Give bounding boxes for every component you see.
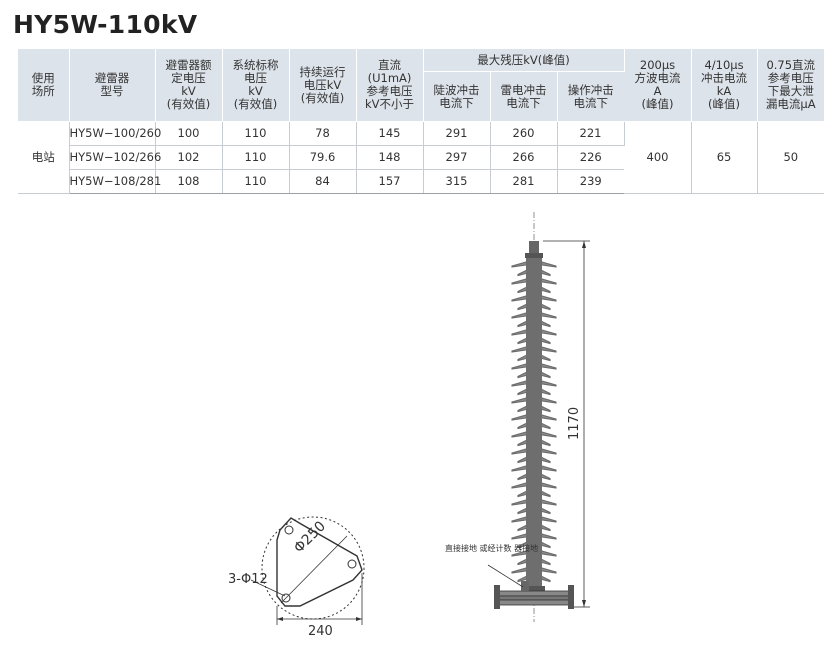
hole-label: 3-Φ12 [228,572,268,587]
header-leakage: 0.75直流 参考电压 下最大泄 漏电流μA [757,49,825,122]
dc-cell: 157 [356,169,424,194]
continuous-cell: 78 [289,121,357,146]
spec-table: 使用 场所 避雷器 型号 避雷器额 定电压 kV (有效值) 系统标称 电压 k… [18,49,825,194]
mounting-hole [284,525,294,535]
rated-cell: 100 [155,121,223,146]
lightning-cell: 260 [490,121,558,146]
bolt [568,585,574,609]
switching-cell: 221 [557,121,625,146]
mounting-circle [261,516,365,620]
header-dc-voltage: 直流 (U1mA) 参考电压 kV不小于 [356,49,424,122]
table-row: HY5W−102/266 102 110 79.6 148 297 266 22… [18,145,824,170]
lightning-cell: 281 [490,169,558,194]
table-row: HY5W−108/281 108 110 84 157 315 281 239 [18,169,824,194]
ground-terminal [521,581,529,591]
header-system-voltage: 系统标称 电压 kV (有效值) [222,49,290,122]
arrester-body [526,258,542,586]
steep-cell: 315 [423,169,491,194]
arrow-head [582,241,586,248]
model-cell: HY5W−102/266 [69,145,161,170]
leakage-cell: 50 [757,121,825,194]
mounting-hole [347,559,357,569]
ground-leader-line [487,564,524,588]
arrow-head [356,617,362,621]
ground-note: 直接接地 或经计数 器接地 [445,544,539,553]
square-wave-cell: 400 [624,121,692,194]
continuous-cell: 84 [289,169,357,194]
steep-cell: 297 [423,145,491,170]
header-lightning: 雷电冲击 电流下 [490,71,558,122]
base-plate-plan-view [250,516,365,625]
insulating-base [497,595,571,601]
header-steep-wave: 陡波冲击 电流下 [423,71,491,122]
header-model: 避雷器 型号 [69,49,156,122]
system-cell: 110 [222,145,290,170]
model-cell: HY5W−100/260 [69,121,161,146]
header-rated-voltage: 避雷器额 定电压 kV (有效值) [155,49,223,122]
lightning-cell: 266 [490,145,558,170]
header-impulse-current: 4/10μs 冲击电流 kA (峰值) [691,49,758,122]
diameter-line [280,535,348,604]
base-plate [497,590,571,597]
page-title: HY5W-110kV [13,10,198,39]
continuous-cell: 79.6 [289,145,357,170]
top-flange [525,253,543,258]
impulse-cell: 65 [691,121,758,194]
table-row: 电站 HY5W−100/260 100 110 78 145 291 260 2… [18,121,825,194]
height-label: 1170 [567,406,582,440]
header-continuous-voltage: 持续运行 电压kV (有效值) [289,49,357,122]
hole-leader-line [250,579,286,597]
arrester-elevation-view [487,212,590,622]
header-square-wave: 200μs 方波电流 A (峰值) [624,49,692,122]
rated-cell: 108 [155,169,223,194]
bottom-flange [523,586,545,591]
mounting-hole [281,593,291,603]
triangular-base-plate [276,517,363,607]
base-plate [497,599,571,606]
header-max-residual: 最大残压kV(峰值) [423,49,625,72]
dc-cell: 145 [356,121,424,146]
header-use-place: 使用 场所 [18,49,70,122]
use-place-cell: 电站 [18,121,70,194]
switching-cell: 226 [557,145,625,170]
switching-cell: 239 [557,169,625,194]
top-terminal [529,241,539,253]
rated-cell: 102 [155,145,223,170]
width-label: 240 [308,624,333,639]
header-switching: 操作冲击 电流下 [557,71,625,122]
model-cell: HY5W−108/281 [69,169,161,194]
system-cell: 110 [222,169,290,194]
arrow-head [582,600,586,607]
bolt [494,585,500,609]
arrow-head [277,617,283,621]
system-cell: 110 [222,121,290,146]
steep-cell: 291 [423,121,491,146]
dc-cell: 148 [356,145,424,170]
